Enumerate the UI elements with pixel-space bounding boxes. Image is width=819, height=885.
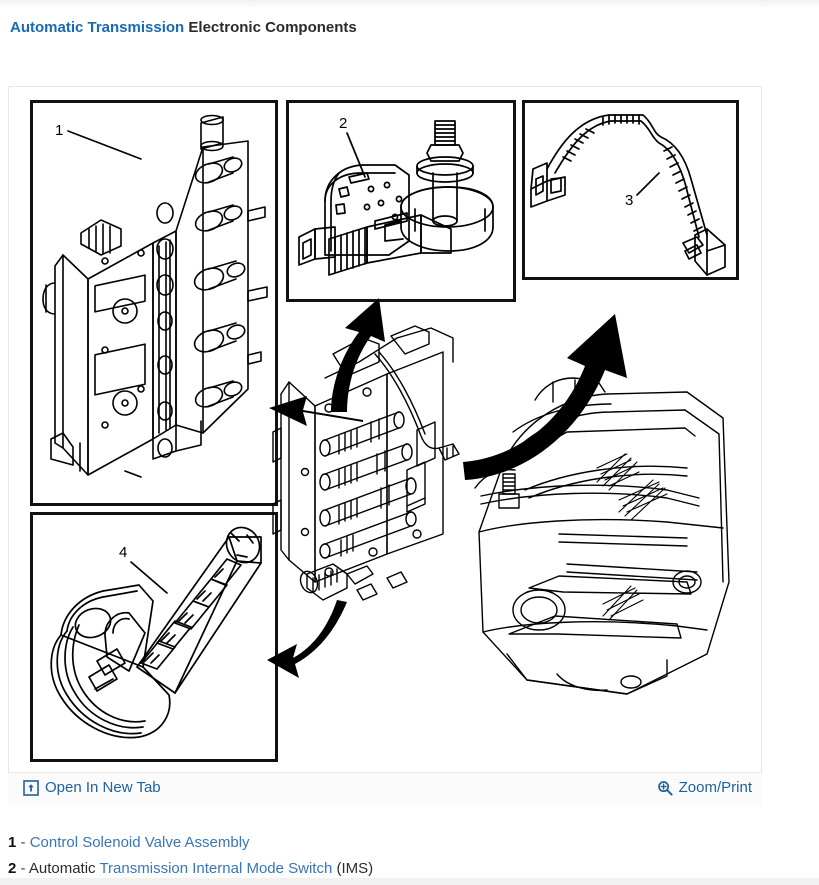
callout-arrow-up-right — [463, 314, 627, 480]
callout-arrow-left-middle — [269, 396, 363, 426]
legend-link[interactable]: Transmission Internal Mode Switch — [99, 860, 333, 877]
open-in-new-tab-button[interactable]: Open In New Tab — [23, 779, 161, 796]
svg-text:1: 1 — [55, 122, 63, 139]
magnifier-plus-icon — [657, 780, 673, 796]
legend-item: 1 - Control Solenoid Valve Assembly — [8, 830, 798, 856]
page-title-rest: Electronic Components — [188, 19, 357, 36]
legend-link[interactable]: Control Solenoid Valve Assembly — [29, 834, 250, 851]
top-gradient-band — [0, 0, 819, 7]
page-title-link[interactable]: Automatic Transmission — [10, 19, 185, 36]
speed-sensor-harness-drawing: 3 — [530, 114, 726, 276]
legend-dash: - — [20, 860, 26, 877]
legend-item: 2 - Automatic Transmission Internal Mode… — [8, 856, 798, 882]
bottom-band — [0, 878, 819, 885]
page-title: Automatic Transmission Electronic Compon… — [10, 19, 357, 36]
zoom-print-button[interactable]: Zoom/Print — [657, 779, 752, 796]
svg-text:2: 2 — [339, 115, 347, 132]
panel-control-solenoid-valve-assembly[interactable]: 1 — [30, 100, 278, 506]
panel-electrical-connector[interactable]: 4 — [30, 512, 278, 762]
open-in-new-tab-icon — [23, 779, 39, 796]
legend-pre-text: Automatic — [28, 860, 100, 877]
transmission-assembly-drawing — [267, 298, 730, 695]
control-solenoid-valve-assembly-drawing: 1 — [42, 114, 268, 478]
electrical-connector-drawing: 4 — [50, 526, 262, 739]
legend-dash: - — [20, 834, 26, 851]
figure-toolbar: Open In New Tab Zoom/Print — [8, 772, 762, 806]
open-in-new-tab-label: Open In New Tab — [45, 779, 161, 796]
transmission-assembly-figure — [267, 282, 757, 762]
panel-internal-mode-switch[interactable]: 2 — [286, 100, 516, 302]
svg-text:4: 4 — [119, 544, 127, 561]
panel-speed-sensor-harness[interactable]: 3 — [522, 100, 739, 280]
legend-number: 2 — [8, 860, 17, 877]
callout-arrow-down-left — [267, 600, 347, 678]
figure-legend: 1 - Control Solenoid Valve Assembly 2 - … — [8, 830, 798, 882]
svg-text:3: 3 — [625, 192, 633, 209]
figure-container: 1 — [8, 86, 762, 804]
callout-arrow-up-left — [331, 298, 385, 412]
internal-mode-switch-drawing: 2 — [298, 115, 494, 276]
legend-number: 1 — [8, 834, 17, 851]
legend-post-text: (IMS) — [332, 860, 374, 877]
zoom-print-label: Zoom/Print — [678, 779, 752, 796]
